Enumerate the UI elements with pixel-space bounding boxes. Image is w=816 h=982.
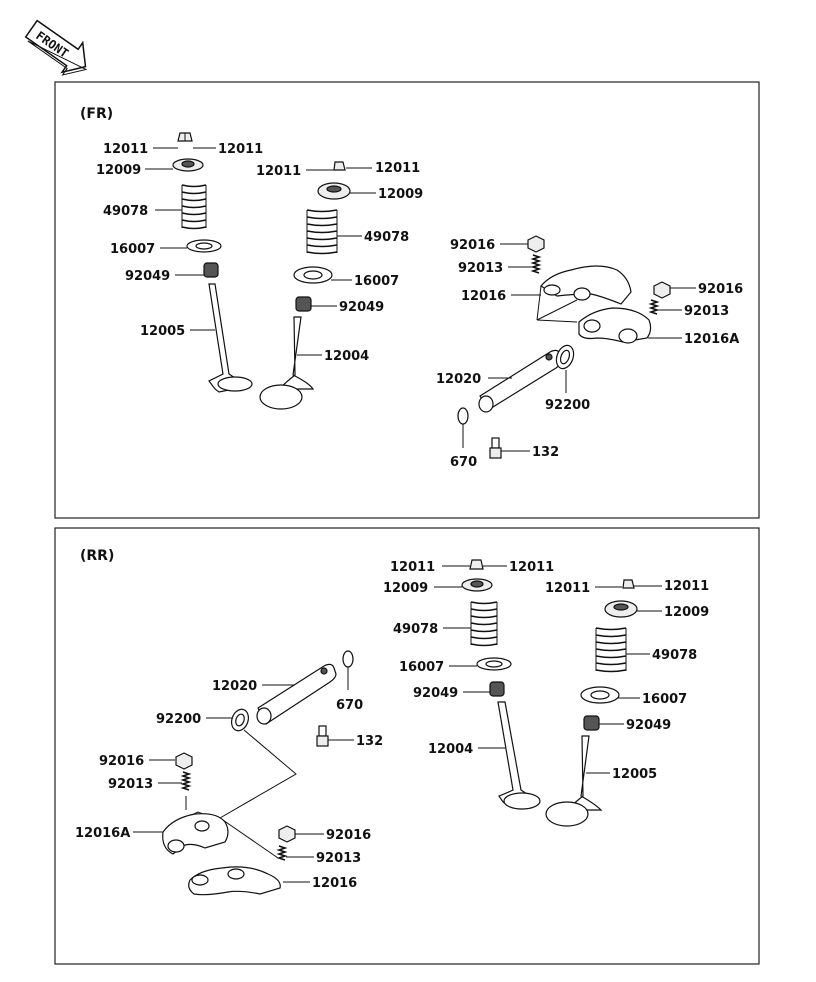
valve-cotter-part [622,579,635,589]
washer-part [555,344,575,370]
rocker-nut-part [278,825,296,843]
label-670-a: 670 [450,455,477,470]
valve-cotter-part [469,559,484,570]
label-92049-a: 92049 [125,269,170,284]
spring-retainer-part [604,600,638,618]
rocker-nut-part [175,752,193,770]
label-92200-a: 92200 [545,398,590,413]
stem-seal-part [295,296,312,312]
label-12009-c: 12009 [383,581,428,596]
bolt-part [489,437,502,459]
label-132-a: 132 [532,445,559,460]
label-92049-b: 92049 [339,300,384,315]
rocker-nut-part [527,235,545,253]
label-49078-d: 49078 [652,648,697,663]
label-49078-c: 49078 [393,622,438,637]
label-92016-a: 92016 [450,238,495,253]
label-49078-a: 49078 [103,204,148,219]
label-92049-d: 92049 [626,718,671,733]
label-132-b: 132 [356,734,383,749]
label-12011-a: 12011 [103,142,148,157]
label-12020-b: 12020 [212,679,257,694]
exhaust-valve-part [208,283,253,393]
rocker-arm-part [188,866,281,896]
stem-seal-part [203,262,219,278]
rocker-nut-part [653,281,671,299]
label-12004-b: 12004 [428,742,473,757]
section-tag-fr: (FR) [80,106,113,122]
adjust-screw-part [648,299,660,315]
label-92013-b: 92013 [684,304,729,319]
label-12011-b: 12011 [218,142,263,157]
label-92013-a: 92013 [458,261,503,276]
rocker-shaft-part [256,663,337,725]
label-12011-h: 12011 [664,579,709,594]
label-16007-c: 16007 [399,660,444,675]
label-12011-e: 12011 [390,560,435,575]
spring-retainer-part [317,182,351,200]
label-12011-f: 12011 [509,560,554,575]
intake-valve-part [497,701,541,810]
label-12011-d: 12011 [375,161,420,176]
o-ring-part [457,407,469,425]
label-92049-c: 92049 [413,686,458,701]
spring-seat-part [293,266,333,284]
label-12005-b: 12005 [612,767,657,782]
label-92016-c: 92016 [99,754,144,769]
label-16007-d: 16007 [642,692,687,707]
label-12020-a: 12020 [436,372,481,387]
section-frame-rr [54,527,760,965]
spring-retainer-part [461,578,493,592]
valve-spring-part [181,184,207,230]
washer-part [230,708,250,732]
rocker-arm-part [162,813,229,855]
stem-seal-part [583,715,600,731]
intake-valve-part [259,316,315,410]
bolt-part [316,725,329,747]
label-92016-b: 92016 [698,282,743,297]
label-670-b: 670 [336,698,363,713]
spring-retainer-part [172,158,204,172]
adjust-screw-part [530,254,542,274]
label-12016A-a: 12016A [684,332,739,347]
label-92013-d: 92013 [316,851,361,866]
spring-seat-part [580,686,620,704]
front-arrow-icon: FRONT [24,19,88,76]
label-12016A-b: 12016A [75,826,130,841]
label-12004-a: 12004 [324,349,369,364]
o-ring-part [342,650,354,668]
label-16007-b: 16007 [354,274,399,289]
exhaust-valve-part [545,735,603,827]
label-12005-a: 12005 [140,324,185,339]
label-49078-b: 49078 [364,230,409,245]
valve-cotter-part [333,161,346,171]
label-16007-a: 16007 [110,242,155,257]
label-12009-b: 12009 [378,187,423,202]
section-frame-fr [54,81,760,519]
rocker-arm-part [578,307,652,344]
label-12009-a: 12009 [96,163,141,178]
spring-seat-part [186,239,222,253]
adjust-screw-part [276,845,288,861]
section-tag-rr: (RR) [80,548,114,564]
label-12016-b: 12016 [312,876,357,891]
adjust-screw-part [180,771,192,791]
valve-spring-part [470,601,498,647]
label-92016-d: 92016 [326,828,371,843]
valve-cotter-part [177,132,193,142]
label-12009-d: 12009 [664,605,709,620]
stem-seal-part [489,681,505,697]
label-12016-a: 12016 [461,289,506,304]
valve-spring-part [595,627,627,673]
valve-spring-part [306,209,338,255]
label-92200-b: 92200 [156,712,201,727]
rocker-arm-part [540,265,632,305]
spring-seat-part [476,657,512,671]
label-92013-c: 92013 [108,777,153,792]
label-12011-g: 12011 [545,581,590,596]
label-12011-c: 12011 [256,164,301,179]
